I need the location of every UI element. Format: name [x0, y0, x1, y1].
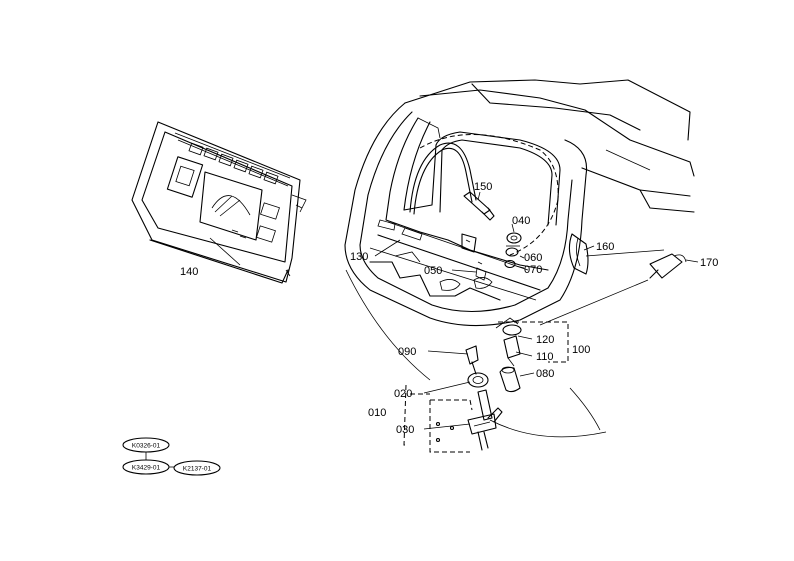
callout-120: 120 [536, 334, 554, 346]
leader-lines [209, 191, 699, 453]
reference-3: K2137-01 [183, 466, 212, 473]
callout-050: 050 [424, 265, 442, 277]
callout-080: 080 [536, 368, 554, 380]
callout-150: 150 [474, 181, 492, 193]
callout-030: 030 [396, 424, 414, 436]
reference-1: K0326-01 [132, 443, 161, 450]
reference-2: K3429-01 [132, 465, 161, 472]
key-switch-assembly-drawing [435, 317, 522, 451]
callout-170: 170 [700, 257, 718, 269]
callout-070: 070 [524, 264, 542, 276]
callout-140: 140 [180, 266, 198, 278]
reference-block: K0326-01 K3429-01 K2137-01 [122, 437, 221, 476]
callout-010: 010 [368, 407, 386, 419]
bracket-and-clip-drawing [539, 233, 687, 326]
instrument-panel-drawing [131, 121, 307, 284]
cable-drawing [409, 142, 495, 221]
callout-090: 090 [398, 346, 416, 358]
small-fittings-drawing [475, 232, 522, 281]
callout-100: 100 [572, 344, 590, 356]
dash-housing-drawing [344, 79, 695, 327]
callout-020: 020 [394, 388, 412, 400]
callout-160: 160 [596, 241, 614, 253]
callout-130: 130 [350, 251, 368, 263]
callout-110: 110 [536, 351, 554, 363]
callout-labels: 150 040 060 070 050 130 160 170 120 100 … [180, 181, 718, 436]
callout-040: 040 [512, 215, 530, 227]
callout-060: 060 [524, 252, 542, 264]
reference-oval-3 [173, 460, 221, 476]
